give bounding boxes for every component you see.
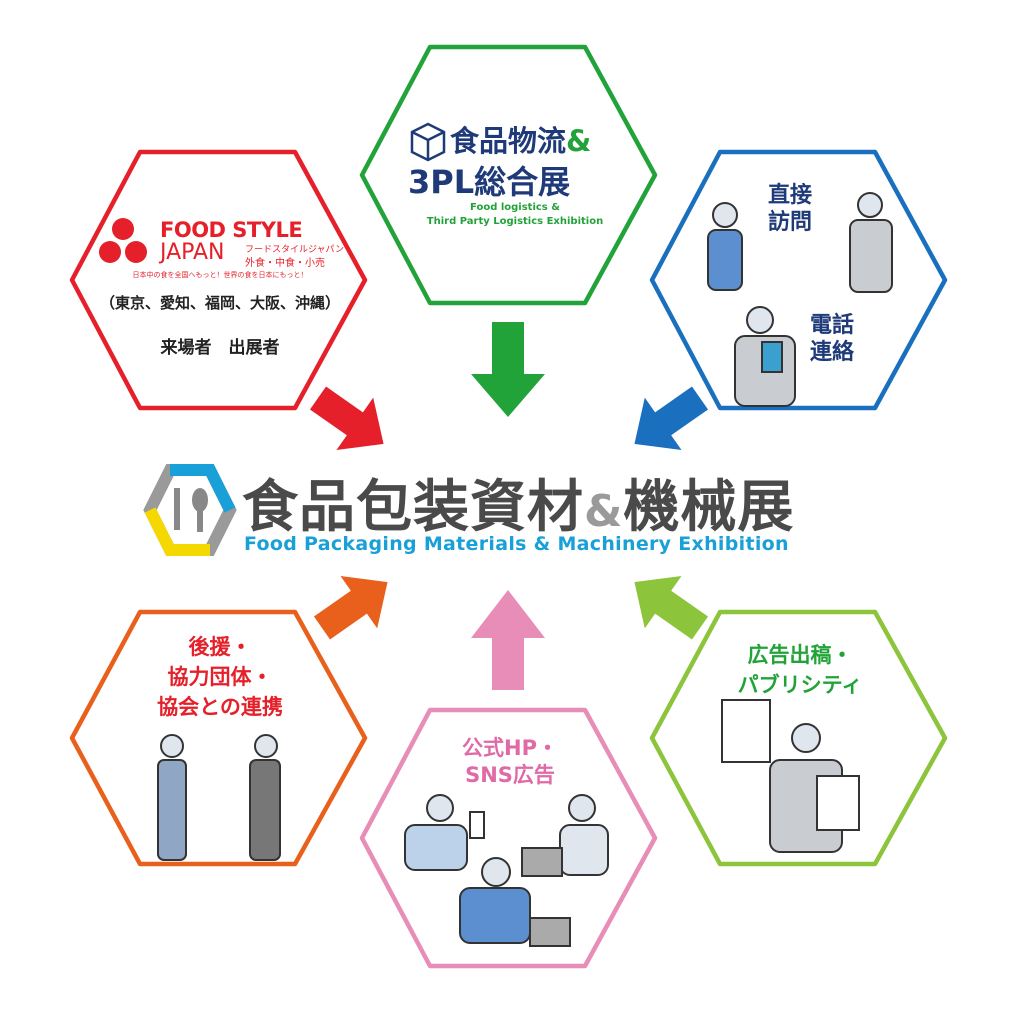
laptop-man-icon (459, 857, 571, 947)
main-title: 食品包装資材&機械展 (242, 475, 795, 540)
hex-support (69, 609, 368, 867)
arrow-lime (634, 575, 709, 640)
ads-line2: パブリシティ (737, 673, 863, 697)
logistics-en-line1: Food logistics & (470, 202, 560, 213)
arrow-blue (634, 386, 709, 451)
hex-logistics (359, 44, 658, 306)
food-style-categories: 外食・中食・小売 (245, 258, 325, 269)
web-label: 公式HP・ SNS広告 (410, 735, 610, 789)
support-line1: 後援・ (188, 635, 252, 659)
logistics-title-line1: 食品物流& (450, 124, 592, 158)
hex-web (359, 707, 658, 969)
web-line2: SNS広告 (465, 763, 555, 787)
phone-line1: 電話 (810, 313, 855, 338)
logistics-en-line2: Third Party Logistics Exhibition (426, 216, 604, 227)
man-visiting-icon (849, 192, 893, 293)
ads-label: 広告出稿・パブリシティ (700, 640, 900, 700)
main-subtitle: Food Packaging Materials & Machinery Exh… (244, 533, 789, 555)
food-style-kana: フードスタイルジャパン (245, 245, 345, 255)
laptop-woman-icon (521, 794, 609, 877)
arrow-red (309, 386, 384, 451)
arrow-green (471, 322, 545, 417)
direct-visit-line1: 直接 (768, 183, 813, 208)
arrow-pink (471, 590, 545, 690)
support-line3: 協会との連携 (157, 695, 283, 719)
support-line2: 協力団体・ (167, 665, 273, 689)
people-illustrations (157, 192, 893, 947)
phone-line2: 連絡 (810, 340, 855, 365)
direct-visit-line2: 訪問 (768, 210, 813, 235)
support-label: 後援・協力団体・協会との連携 (120, 632, 320, 722)
handshake-icon (157, 734, 281, 861)
phone-contact-label: 電話連絡 (810, 312, 854, 366)
direct-visit-label: 直接訪問 (768, 182, 812, 236)
smartphone-user-icon (404, 794, 485, 871)
food-style-audience: 来場者 出展者 (160, 338, 280, 358)
food-style-cities: （東京、愛知、福岡、大阪、沖縄） (99, 294, 340, 312)
arrow-orange (313, 575, 388, 640)
food-style-logo-icon (99, 218, 147, 263)
ads-line1: 広告出稿・ (747, 643, 853, 667)
presenter-man-icon (721, 699, 860, 853)
hex-food-style (69, 149, 368, 411)
food-style-logo-line1: FOOD STYLE (160, 218, 303, 242)
logistics-cube-icon (410, 122, 446, 162)
man-phoning-icon (734, 306, 796, 407)
woman-visiting-icon (707, 202, 743, 291)
food-style-tagline: 日本中の食を全国へもっと！世界の食を日本にもっと！ (132, 271, 308, 279)
web-line1: 公式HP・ (462, 736, 558, 760)
logo-hexagon-icon (143, 464, 237, 556)
logistics-title-line2: 3PL総合展 (408, 163, 571, 201)
food-style-logo-line2: JAPAN (160, 240, 225, 265)
